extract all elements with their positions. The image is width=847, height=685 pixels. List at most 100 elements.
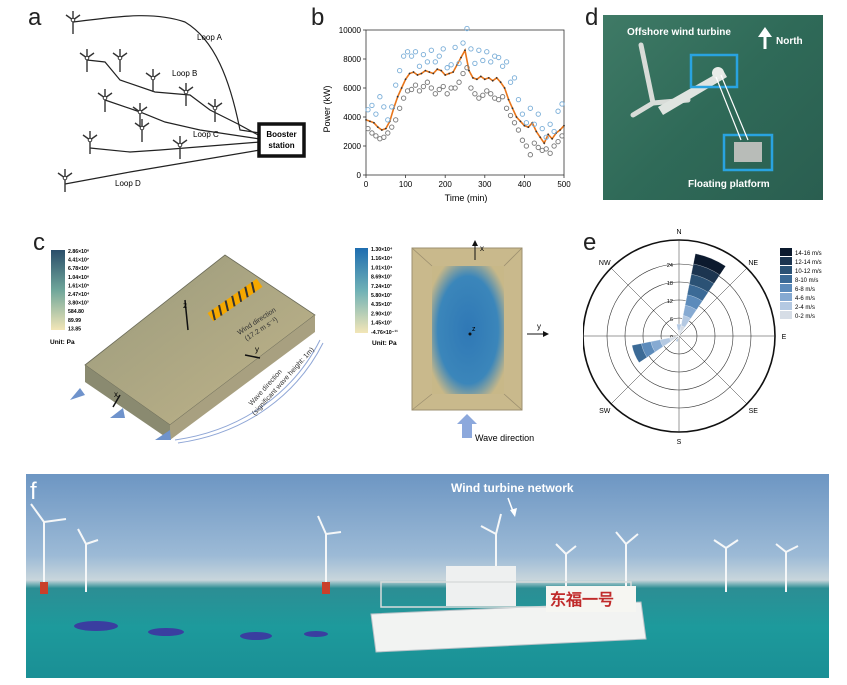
legend-swatch: [780, 266, 792, 274]
colorbar-right: [355, 248, 368, 333]
y-tick-label: 8000: [343, 55, 361, 64]
colorbar-right-label: 1.30×10⁴: [371, 247, 393, 253]
wind-farm-diagram: Booster station Loop A Loop B Loop C Loo…: [57, 10, 306, 193]
scatter-point-1: [539, 125, 545, 132]
scatter-point-1: [440, 46, 446, 52]
legend-label: 6-8 m/s: [795, 287, 815, 293]
line-point: [547, 133, 550, 136]
scatter-point-2: [464, 65, 470, 71]
line-point: [559, 129, 561, 131]
scatter-point-2: [400, 95, 407, 101]
scatter-point-2: [468, 85, 474, 91]
scatter-point-1: [488, 59, 494, 65]
scatter-point-1: [555, 108, 561, 114]
scatter-point-2: [543, 146, 549, 152]
line-point: [380, 129, 383, 131]
colorbar-left-label: 2.86×10⁶: [68, 249, 90, 255]
scatter-point-2: [397, 105, 403, 111]
legend-label: 12-14 m/s: [795, 260, 822, 266]
chart-xlabel: Time (min): [445, 193, 488, 203]
colorbar-left: [51, 250, 65, 330]
scatter-point-1: [476, 47, 482, 53]
scatter-point-2: [452, 85, 458, 91]
legend-label: 8-10 m/s: [795, 278, 818, 284]
scatter-point-2: [547, 150, 553, 156]
scatter-point-1: [543, 134, 549, 140]
aerial-photo: Offshore wind turbine North Floating pla…: [603, 15, 823, 200]
scatter-point-1: [452, 44, 458, 51]
scatter-point-2: [503, 105, 510, 111]
rose-wedge-1: [669, 335, 680, 342]
line-point: [369, 120, 371, 123]
scatter-point-2: [559, 133, 565, 139]
line-point: [483, 78, 486, 81]
platform-highlight-box: [722, 133, 774, 172]
line-point: [523, 124, 526, 127]
colorbar-left-label: 1.04×10⁶: [68, 275, 90, 281]
booster-label-1: Booster: [266, 130, 296, 139]
line-point: [376, 126, 379, 129]
booster-station-box: [257, 122, 306, 158]
colorbar-right-label: -4.76×10⁻¹¹: [371, 330, 398, 336]
scatter-point-2: [408, 86, 415, 93]
line-point: [436, 68, 439, 71]
scatter-point-1: [523, 120, 530, 126]
rose-direction-label: NW: [599, 260, 611, 267]
rose-radial-label: 12: [667, 299, 673, 305]
scatter-point-1: [515, 96, 522, 103]
booster-label-2: station: [268, 141, 294, 150]
line-point: [365, 119, 367, 121]
rose-direction-label: E: [782, 334, 787, 341]
line-point: [495, 76, 498, 79]
background-turbines: [30, 503, 799, 594]
line-point: [491, 79, 494, 82]
scatter-point-2: [389, 124, 395, 130]
x-tick-label: 500: [557, 180, 571, 189]
stress-simulation-top: 1.30×10⁴1.16×10⁴1.01×10⁴8.69×10³7.24×10³…: [355, 240, 549, 443]
scatter-point-1: [420, 52, 427, 58]
scatter-point-1: [456, 60, 462, 66]
scatter-point-2: [507, 112, 514, 119]
line-point: [515, 116, 518, 118]
scatter-point-2: [523, 143, 530, 149]
line-point: [507, 98, 510, 101]
loop-c-label: Loop C: [193, 130, 219, 139]
line-point: [444, 74, 447, 76]
rose-radial-label: 18: [667, 281, 673, 287]
scatter-point-1: [480, 57, 486, 64]
scatter-point-2: [436, 86, 442, 93]
scatter-point-1: [472, 60, 478, 66]
scatter-point-2: [484, 88, 490, 94]
rose-radial-label: 6: [670, 317, 673, 323]
wind-rose-chart: NNEESESSWWNW06121824 14-16 m/s12-14 m/s1…: [583, 229, 822, 446]
scatter-point-1: [551, 128, 557, 135]
scatter-point-2: [519, 137, 526, 143]
line-point: [487, 76, 490, 79]
scatter-point-2: [515, 127, 522, 133]
scatter-point-2: [373, 133, 379, 139]
colorbar-right-label: 5.80×10³: [371, 293, 392, 299]
colorbar-right-label: 7.24×10³: [371, 284, 392, 290]
y-tick-label: 10000: [339, 26, 362, 35]
legend-swatch: [780, 311, 792, 319]
scatter-point-2: [460, 70, 466, 77]
unit-right: Unit: Pa: [372, 340, 397, 347]
legend-swatch: [780, 293, 792, 301]
scatter-point-2: [440, 83, 446, 90]
y-tick-label: 4000: [343, 113, 361, 122]
scatter-point-1: [484, 49, 490, 55]
line-point: [475, 78, 478, 81]
loop-a-label: Loop A: [197, 33, 223, 42]
scatter-point-1: [393, 82, 399, 88]
rose-direction-label: SW: [599, 408, 611, 415]
scatter-point-2: [555, 139, 561, 145]
line-point: [464, 49, 466, 52]
panel-label-c: c: [33, 229, 45, 256]
legend-label: 0-2 m/s: [795, 314, 815, 320]
line-point: [396, 95, 399, 98]
scatter-point-1: [400, 53, 407, 59]
scatter-point-1: [448, 62, 454, 68]
colorbar-right-label: 2.90×10³: [371, 311, 392, 317]
rose-direction-label: N: [676, 229, 681, 236]
scatter-point-1: [511, 75, 518, 81]
